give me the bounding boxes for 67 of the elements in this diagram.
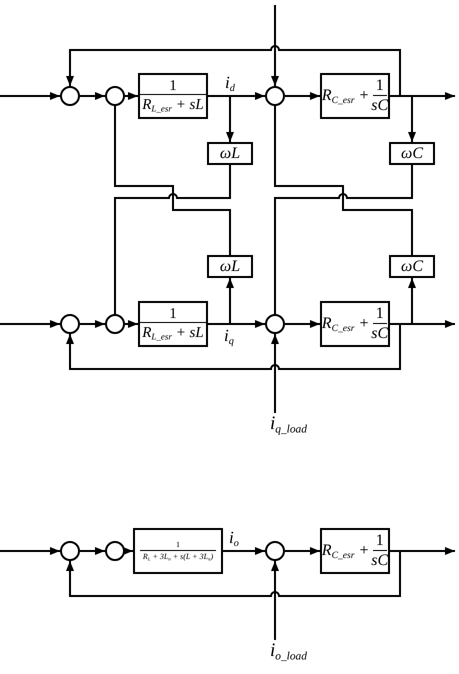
summing-junction: [265, 86, 285, 106]
signal-arrow: [80, 320, 105, 328]
denominator: sC: [371, 550, 388, 570]
numerator: 1: [176, 540, 180, 550]
signal-arrow: [125, 320, 138, 328]
transfer-function-block: [138, 301, 208, 347]
signal-arrow: [66, 550, 401, 597]
denominator: R$_{L_esr}$ + sL: [139, 94, 207, 114]
gain-label: ωC: [401, 144, 423, 162]
summing-junction: [105, 314, 125, 334]
current-label: i$_{o_load}$: [270, 640, 307, 661]
signal-arrow: [80, 547, 105, 555]
summing-junction: [265, 314, 285, 334]
summing-junction: [265, 541, 285, 561]
current-label: i$_{q_load}$: [270, 413, 307, 434]
numerator: 1: [372, 532, 387, 551]
denominator: R$_{L_esr}$ + sL: [139, 322, 207, 342]
denominator: sC: [371, 324, 388, 343]
numerator: 1: [372, 77, 387, 96]
signal-arrow: [285, 320, 320, 328]
signal-label: i$_{d}$: [225, 74, 235, 93]
signal-arrow: [285, 547, 320, 555]
signal-arrow: [125, 92, 138, 100]
summing-junction: [105, 541, 125, 561]
term-text: R$_{C_esr}$ +: [322, 542, 370, 560]
gain-block: [207, 255, 253, 278]
gain-label: ωL: [220, 144, 240, 162]
term-text: R$_{C_esr}$ +: [322, 315, 370, 333]
signal-label: i$_{o}$: [229, 529, 239, 548]
signal-arrow: [285, 92, 320, 100]
signal-arrow: [66, 323, 401, 370]
denominator: sC: [371, 96, 388, 115]
signal-label: i$_{q}$: [224, 327, 234, 346]
gain-block: [389, 255, 435, 278]
signal-line: [114, 106, 231, 255]
numerator: 1: [169, 306, 177, 322]
transfer-function-block: [138, 73, 208, 119]
numerator: 1: [372, 305, 387, 324]
signal-arrow: [123, 547, 133, 555]
signal-arrow: [271, 5, 279, 86]
gain-label: ωC: [401, 258, 423, 276]
gain-label: ωL: [220, 258, 240, 276]
signal-line: [274, 106, 413, 255]
signal-arrow: [208, 278, 234, 325]
transfer-function-block: [320, 528, 390, 574]
signal-arrow: [223, 547, 265, 555]
numerator: 1: [169, 78, 177, 94]
signal-line: [274, 165, 413, 314]
gain-block: [389, 142, 435, 165]
gain-block: [207, 142, 253, 165]
signal-arrow: [271, 561, 279, 640]
transfer-function-block: [320, 73, 390, 119]
signal-arrow: [80, 92, 105, 100]
transfer-function-block: [320, 301, 390, 347]
summing-junction: [60, 541, 80, 561]
summing-junction: [105, 86, 125, 106]
signal-arrow: [208, 95, 234, 142]
transfer-function-block: [133, 528, 223, 574]
signal-arrow: [66, 45, 401, 97]
summing-junction: [60, 314, 80, 334]
signal-arrow: [0, 92, 60, 100]
signal-arrow: [271, 334, 279, 413]
signal-arrow: [0, 547, 60, 555]
summing-junction: [60, 86, 80, 106]
signal-line: [114, 165, 231, 314]
signal-arrow: [0, 320, 60, 328]
term-text: R$_{C_esr}$ +: [322, 87, 370, 105]
